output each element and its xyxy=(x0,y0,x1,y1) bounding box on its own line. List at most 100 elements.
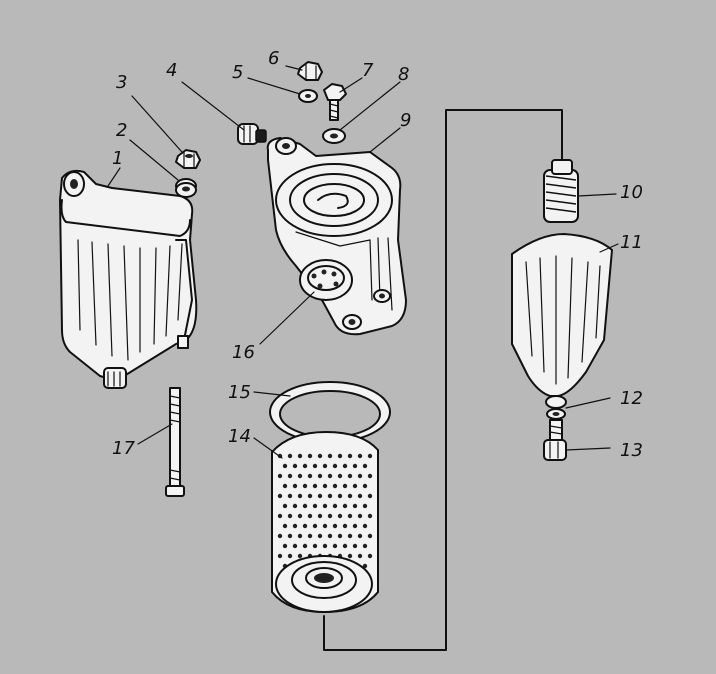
perforation-hole xyxy=(367,513,373,519)
perforation-hole xyxy=(322,503,328,509)
part-6-nut xyxy=(297,61,323,81)
perforation-hole xyxy=(292,463,298,469)
perforation-hole xyxy=(367,533,373,539)
perforation-hole xyxy=(307,473,313,479)
assembly-connector-line xyxy=(323,109,563,651)
perforation-hole xyxy=(362,543,368,549)
perforation-hole xyxy=(362,523,368,529)
label-part-1: 1 xyxy=(112,148,124,169)
part-17-stud xyxy=(165,387,185,497)
perforation-hole xyxy=(322,523,328,529)
perforation-hole xyxy=(302,483,308,489)
perforation-hole xyxy=(287,493,293,499)
perforation-hole xyxy=(312,523,318,529)
perforation-hole xyxy=(347,553,353,559)
label-part-6: 6 xyxy=(268,48,280,69)
perforation-hole xyxy=(322,463,328,469)
part-5-washer xyxy=(298,89,318,103)
perforation-hole xyxy=(352,523,358,529)
perforation-hole xyxy=(332,543,338,549)
part-11-conical-bowl xyxy=(511,233,613,397)
perforation-hole xyxy=(357,553,363,559)
perforation-hole xyxy=(342,483,348,489)
perforation-hole xyxy=(287,453,293,459)
label-part-17: 17 xyxy=(112,438,135,459)
label-part-16: 16 xyxy=(232,342,255,363)
perforation-hole xyxy=(347,513,353,519)
perforation-hole xyxy=(342,463,348,469)
perforation-hole xyxy=(327,453,333,459)
perforation-hole xyxy=(367,453,373,459)
perforation-hole xyxy=(317,533,323,539)
part-1-filter-housing xyxy=(59,169,198,389)
perforation-hole xyxy=(302,463,308,469)
perforation-hole xyxy=(342,543,348,549)
perforation-hole xyxy=(287,533,293,539)
perforation-hole xyxy=(322,483,328,489)
part-9-filter-head xyxy=(266,137,407,336)
perforation-hole xyxy=(292,523,298,529)
perforation-hole xyxy=(332,503,338,509)
perforation-hole xyxy=(327,533,333,539)
perforation-hole xyxy=(297,453,303,459)
perforation-hole xyxy=(332,523,338,529)
perforation-hole xyxy=(297,533,303,539)
perforation-hole xyxy=(277,533,283,539)
perforation-hole xyxy=(352,543,358,549)
part-12-washer xyxy=(545,395,567,420)
part-10-fitting xyxy=(543,159,579,223)
leader-lines xyxy=(107,65,619,459)
perforation-hole xyxy=(297,553,303,559)
perforation-hole xyxy=(337,493,343,499)
perforation-hole xyxy=(312,543,318,549)
part-3-nut xyxy=(175,149,201,169)
part-7-bolt xyxy=(323,83,347,121)
perforation-hole xyxy=(362,503,368,509)
perforation-hole xyxy=(282,463,288,469)
perforation-hole xyxy=(292,483,298,489)
perforation-hole xyxy=(357,513,363,519)
perforation-hole xyxy=(287,473,293,479)
perforation-hole xyxy=(282,483,288,489)
perforation-hole xyxy=(357,493,363,499)
part-14-filter-element xyxy=(271,431,379,613)
label-part-13: 13 xyxy=(620,440,643,461)
perforation-hole xyxy=(337,453,343,459)
perforation-hole xyxy=(297,513,303,519)
perforation-hole xyxy=(342,503,348,509)
perforation-hole xyxy=(302,523,308,529)
perforation-hole xyxy=(332,463,338,469)
perforation-hole xyxy=(292,543,298,549)
perforation-hole xyxy=(347,473,353,479)
perforation-hole xyxy=(277,513,283,519)
perforation-hole xyxy=(317,513,323,519)
label-part-10: 10 xyxy=(620,182,643,203)
perforation-hole xyxy=(327,513,333,519)
perforation-hole xyxy=(302,543,308,549)
perforation-hole xyxy=(287,553,293,559)
perforation-hole xyxy=(352,503,358,509)
perforation-hole xyxy=(337,513,343,519)
perforation-hole xyxy=(337,473,343,479)
label-part-4: 4 xyxy=(166,60,178,81)
part-4-plug xyxy=(237,123,267,145)
label-part-12: 12 xyxy=(620,388,643,409)
perforation-hole xyxy=(282,543,288,549)
perforation-hole xyxy=(357,453,363,459)
label-part-8: 8 xyxy=(398,64,410,85)
label-part-14: 14 xyxy=(228,426,251,447)
label-part-9: 9 xyxy=(400,110,412,131)
perforation-hole xyxy=(282,523,288,529)
perforation-hole xyxy=(357,533,363,539)
perforation-hole xyxy=(342,523,348,529)
label-part-7: 7 xyxy=(362,60,374,81)
perforation-hole xyxy=(352,463,358,469)
label-part-5: 5 xyxy=(232,62,244,83)
perforation-hole xyxy=(367,553,373,559)
part-13-bolt xyxy=(543,419,567,461)
perforation-hole xyxy=(312,463,318,469)
label-part-11: 11 xyxy=(620,232,643,253)
perforation-hole xyxy=(332,483,338,489)
perforation-hole xyxy=(362,463,368,469)
perforation-hole xyxy=(347,453,353,459)
